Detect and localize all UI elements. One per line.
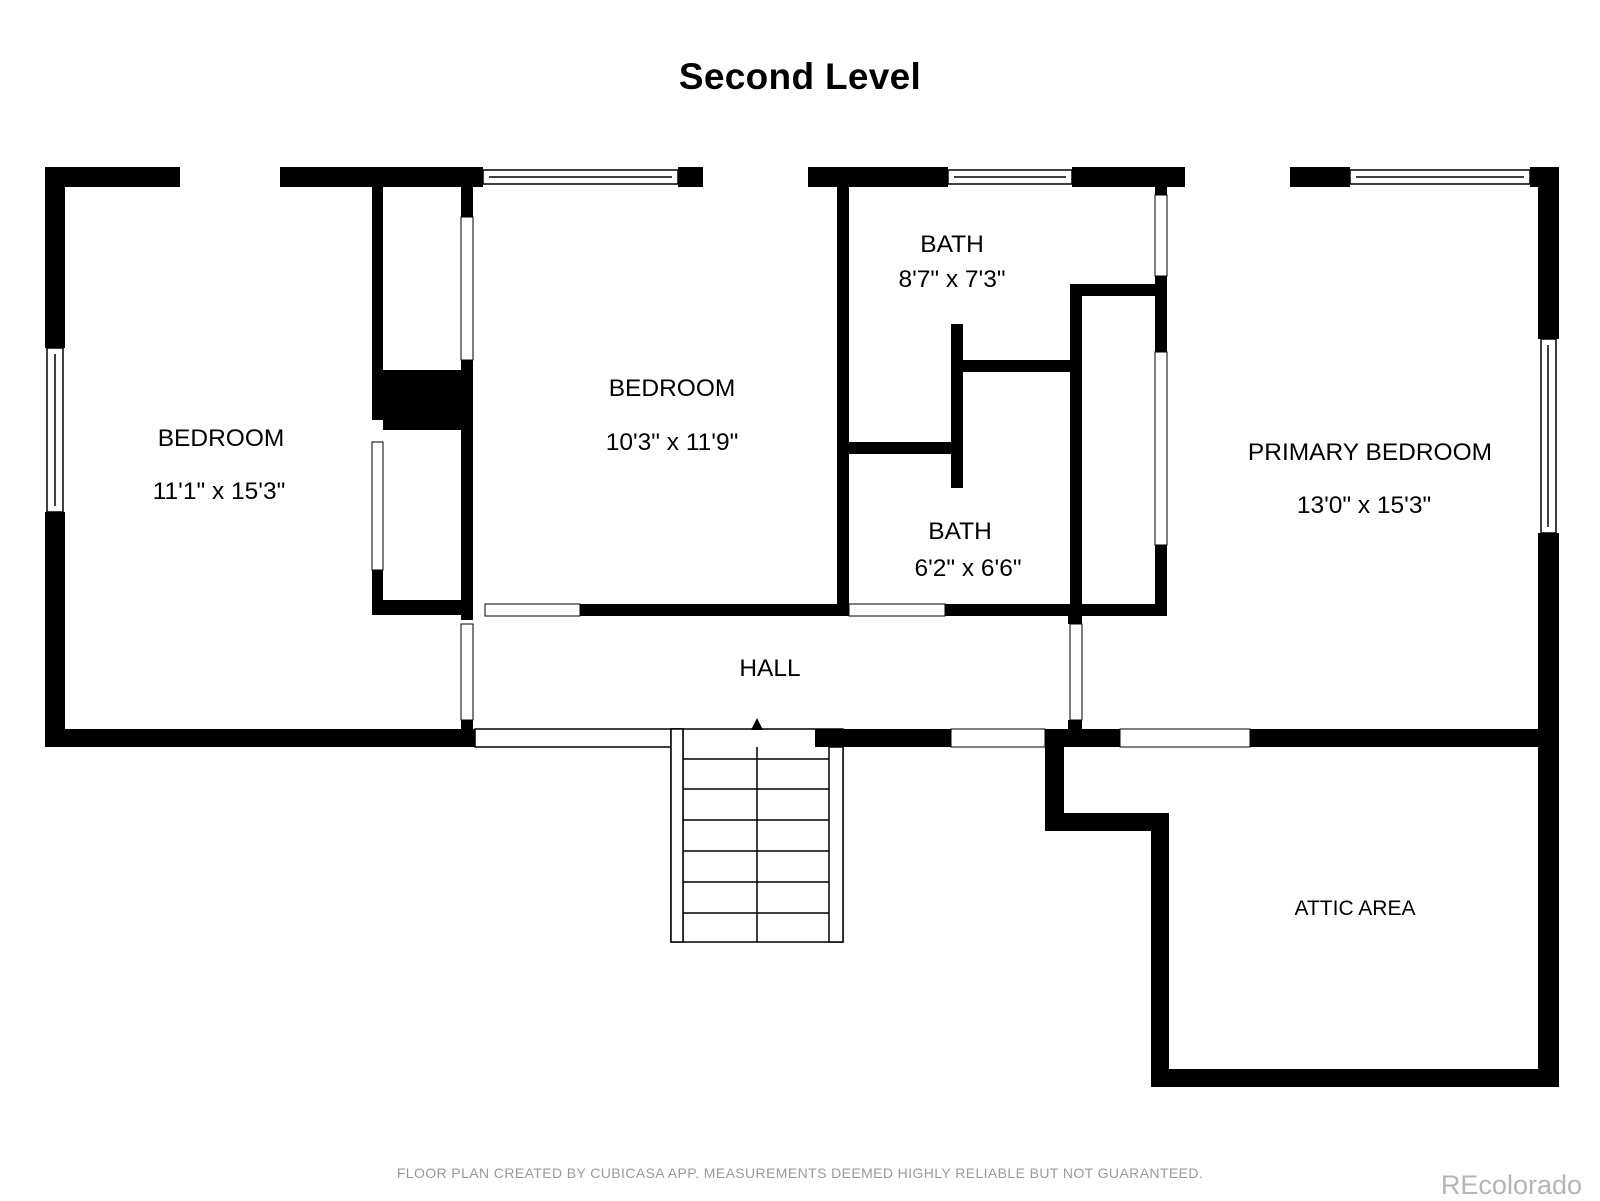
bath-lower-label: BATH xyxy=(928,518,992,545)
door-openings xyxy=(460,194,1251,748)
primary-bedroom-dimensions: 13'0" x 15'3" xyxy=(1296,492,1432,519)
plan-title: Second Level xyxy=(678,56,922,97)
bedroom-center-dimensions: 10'3" x 11'9" xyxy=(605,429,739,456)
attic-area-label: ATTIC AREA xyxy=(1294,897,1416,920)
hall-label: HALL xyxy=(739,655,801,682)
stair-opening-edge xyxy=(474,728,684,748)
brand-watermark: REcolorado xyxy=(1440,1170,1582,1200)
bedroom-left-label: BEDROOM xyxy=(157,425,285,452)
disclaimer-footer: FLOOR PLAN CREATED BY CUBICASA APP. MEAS… xyxy=(396,1165,1204,1181)
bedroom-center-label: BEDROOM xyxy=(608,375,736,402)
primary-bedroom-label: PRIMARY BEDROOM xyxy=(1247,439,1493,466)
exterior-walls xyxy=(45,167,1559,1087)
bath-upper-label: BATH xyxy=(920,231,984,258)
stair-direction-arrow xyxy=(751,718,763,730)
windows xyxy=(46,169,1557,534)
staircase xyxy=(670,728,844,943)
bath-upper-dimensions: 8'7" x 7'3" xyxy=(898,266,1006,293)
interior-walls xyxy=(371,185,1167,747)
bath-lower-dimensions: 6'2" x 6'6" xyxy=(914,555,1022,582)
bedroom-left-dimensions: 11'1" x 15'3" xyxy=(152,478,286,505)
attic-walls xyxy=(1045,729,1559,1087)
